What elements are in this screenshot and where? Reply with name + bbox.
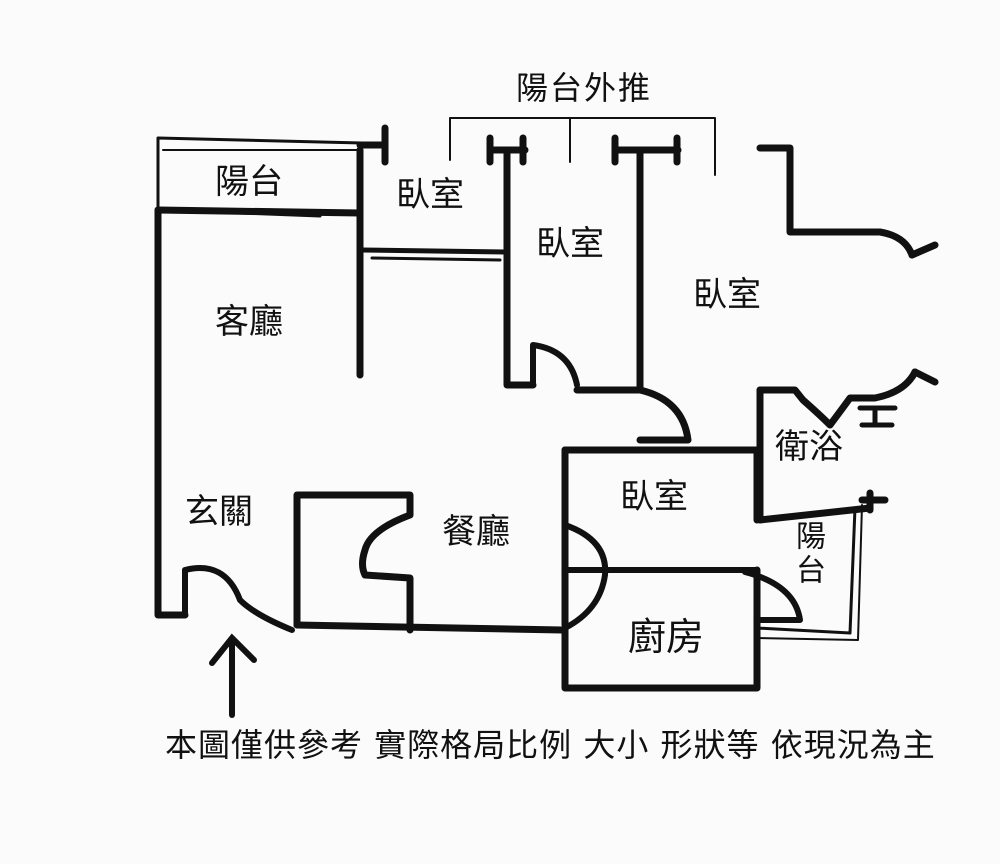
- wall-right-top: [756, 144, 916, 259]
- wall-storage: [293, 491, 414, 634]
- wall-living-top: [154, 206, 364, 217]
- walls: [154, 117, 939, 692]
- label-bedroom-1: 臥室: [396, 175, 464, 215]
- wall-left: [154, 206, 189, 619]
- label-balcony-top: 陽台: [215, 162, 283, 202]
- wall-bottom: [293, 621, 566, 634]
- label-kitchen: 廚房: [628, 615, 705, 659]
- wall-bedroom1-bottom: [359, 247, 508, 255]
- label-entrance: 玄關: [185, 492, 253, 532]
- label-bedroom-3: 臥室: [693, 275, 761, 315]
- wall-bedroom2-left: [503, 146, 537, 389]
- label-balcony-side: 陽台: [790, 520, 825, 588]
- balcony-ext-bracket: [449, 117, 716, 176]
- label-bedroom-2: 臥室: [536, 224, 604, 264]
- balcony-top-outline: [156, 136, 364, 212]
- label-living: 客廳: [215, 302, 283, 342]
- label-balcony-ext: 陽台外推: [516, 69, 653, 107]
- disclaimer-note: 本圖僅供參考 實際格局比例 大小 形狀等 依現況為主: [165, 726, 936, 764]
- arrow-up-icon: [209, 633, 257, 718]
- balcony-side-outline: [755, 506, 857, 635]
- label-bath: 衛浴: [775, 427, 843, 467]
- label-bedroom-4: 臥室: [620, 477, 688, 517]
- label-dining: 餐廳: [442, 512, 510, 552]
- wall-bedroom4: [561, 446, 761, 524]
- entry-door: [182, 565, 295, 633]
